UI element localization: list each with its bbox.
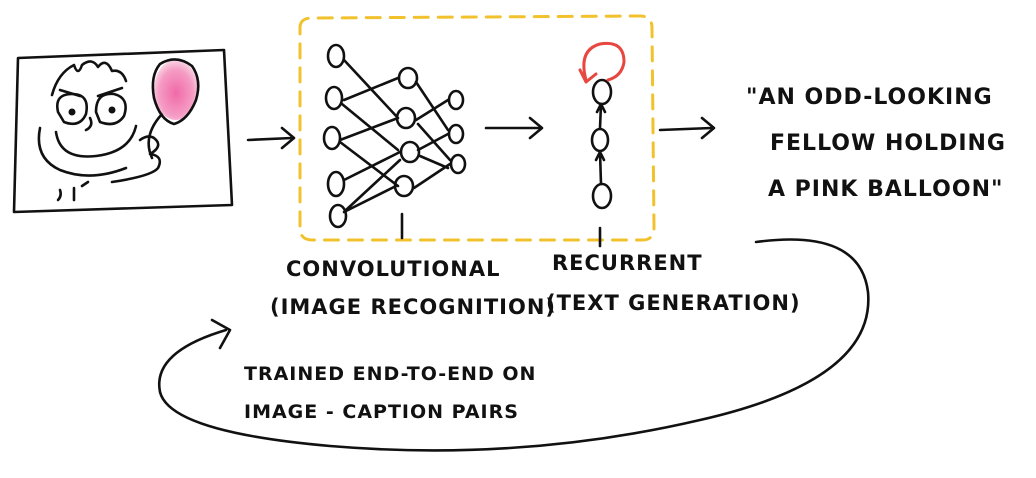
cartoon-hand bbox=[110, 135, 162, 184]
cnn-node bbox=[447, 89, 465, 111]
training-note-line-1: TRAINED END-TO-END ON bbox=[244, 363, 536, 385]
training-note-line-2: IMAGE - CAPTION PAIRS bbox=[244, 401, 519, 423]
arrow-image-to-cnn bbox=[246, 126, 296, 150]
image-frame bbox=[12, 48, 234, 214]
recurrent-loop-arrow bbox=[582, 41, 626, 82]
recurrent-loop-arrowhead bbox=[578, 68, 598, 84]
conv-label-title: CONVOLUTIONAL bbox=[286, 257, 500, 281]
rec-label-title: RECURRENT bbox=[552, 251, 703, 275]
cnn-node bbox=[322, 125, 342, 151]
model-dashed-box bbox=[298, 14, 656, 242]
pink-balloon bbox=[154, 60, 198, 120]
cnn-node bbox=[324, 85, 344, 111]
arrow-cnn-to-rnn bbox=[484, 116, 544, 140]
cnn-node bbox=[397, 66, 419, 90]
rnn-node-top bbox=[591, 78, 613, 106]
rec-label-subtitle: (TEXT GENERATION) bbox=[546, 291, 801, 315]
caption-line-1: "AN ODD-LOOKING bbox=[746, 85, 993, 110]
cnn-node bbox=[449, 153, 467, 175]
rnn-sketch bbox=[578, 41, 626, 248]
rnn-arrow-up bbox=[594, 150, 606, 186]
rnn-arrow-up bbox=[595, 102, 607, 130]
training-loop-arrow bbox=[157, 238, 870, 452]
caption-line-2: FELLOW HOLDING bbox=[770, 131, 1006, 156]
rnn-node-middle bbox=[590, 127, 610, 153]
input-image-sketch bbox=[12, 48, 234, 214]
cnn-node bbox=[326, 43, 346, 69]
cnn-node bbox=[328, 203, 348, 229]
output-caption: "AN ODD-LOOKING FELLOW HOLDING A PINK BA… bbox=[746, 85, 1006, 202]
cnn-sketch bbox=[322, 43, 467, 240]
conv-label-subtitle: (IMAGE RECOGNITION) bbox=[270, 295, 556, 319]
cartoon-face bbox=[37, 60, 138, 202]
rnn-node-bottom bbox=[591, 182, 613, 210]
cnn-node bbox=[399, 140, 421, 164]
caption-line-3: A PINK BALLOON" bbox=[768, 177, 1003, 202]
cnn-node bbox=[326, 170, 346, 198]
arrow-rnn-to-caption bbox=[658, 116, 716, 140]
cnn-node bbox=[447, 123, 465, 145]
cnn-node bbox=[395, 106, 417, 130]
cnn-edges bbox=[338, 58, 452, 214]
balloon-outline bbox=[151, 58, 200, 126]
